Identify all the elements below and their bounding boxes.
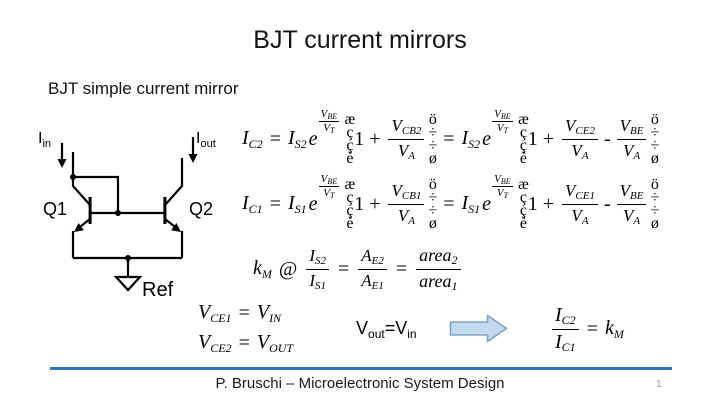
var-is2: IS2 xyxy=(461,126,481,151)
var-ic2: IC2 xyxy=(242,126,263,151)
block-arrow-shape xyxy=(449,314,508,343)
junction-dot xyxy=(70,174,76,180)
minus-sign: - xyxy=(603,127,611,150)
literal-one: 1 xyxy=(527,192,538,215)
iin-arrowhead xyxy=(57,159,67,168)
equals-sign: = xyxy=(586,317,598,340)
feedback-wire xyxy=(73,175,120,213)
q1-emitter-arrowhead xyxy=(74,223,84,232)
label-iout: Iout xyxy=(196,130,216,150)
minus-sign: - xyxy=(603,192,611,215)
plus-sign: + xyxy=(369,127,381,150)
var-vce1: VCE1 xyxy=(198,301,232,325)
equation-vce1-vin: VCE1 = VIN xyxy=(196,301,283,326)
label-q2: Q2 xyxy=(189,199,214,219)
var-vin: VIN xyxy=(256,301,282,325)
q1-collector-wire xyxy=(71,152,91,206)
equals-sign: = xyxy=(269,127,281,150)
label-q1: Q1 xyxy=(43,199,68,219)
subtitle: BJT simple current mirror xyxy=(48,79,239,98)
equation-vce2-vout: VCE2 = VOUT xyxy=(196,331,295,356)
var-ic1: IC1 xyxy=(242,191,263,216)
q2-base-bar xyxy=(163,197,167,224)
page-title: BJT current mirrors xyxy=(253,26,467,54)
junction-dot xyxy=(115,210,121,216)
circuit-diagram: Iin Iout Q1 Q2 Ref xyxy=(30,118,240,310)
equals-sign: = xyxy=(269,192,281,215)
equals-sign: = xyxy=(238,302,250,324)
equals-sign: = xyxy=(443,192,455,215)
circuit-svg xyxy=(57,137,198,292)
var-vce2: VCE2 xyxy=(198,331,232,355)
literal-one: 1 xyxy=(527,127,538,150)
circuit-wires xyxy=(60,137,195,292)
circuit-solids xyxy=(57,154,198,261)
equals-sign: = xyxy=(443,127,455,150)
footer-divider xyxy=(50,367,672,370)
var-km: kM xyxy=(604,316,624,341)
junction-dot xyxy=(125,255,131,261)
q1-base-bar xyxy=(88,197,92,224)
block-arrow xyxy=(449,314,508,343)
literal-one: 1 xyxy=(354,192,365,215)
plus-sign: + xyxy=(542,192,555,215)
label-iin: Iin xyxy=(38,130,52,150)
condition-vout-equals-vin: Vout=Vin xyxy=(356,318,417,341)
mangled-paren-right: ö÷÷ø xyxy=(428,176,438,232)
q2-collector-wire xyxy=(164,158,184,206)
mangled-paren-right: ö÷÷ø xyxy=(650,176,660,232)
plus-sign: + xyxy=(369,192,381,215)
var-km: kM xyxy=(253,256,272,281)
ground-symbol xyxy=(113,275,143,292)
var-is1: IS1 xyxy=(287,191,307,216)
mangled-paren-right: ö÷÷ø xyxy=(650,111,660,167)
footer-text: P. Bruschi – Microelectronic System Desi… xyxy=(215,375,505,392)
var-vout: VOUT xyxy=(256,331,294,355)
q2-emitter-arrowhead xyxy=(171,223,181,232)
equals-sign: = xyxy=(395,257,408,280)
equals-sign: = xyxy=(337,257,350,280)
mangled-defined-as: @ xyxy=(278,257,298,280)
var-is1: IS1 xyxy=(461,191,481,216)
equals-sign: = xyxy=(238,332,250,354)
label-ref: Ref xyxy=(142,279,174,301)
literal-one: 1 xyxy=(354,127,365,150)
page-number: 1 xyxy=(656,379,662,390)
mangled-paren-right: ö÷÷ø xyxy=(428,111,438,167)
iout-arrowhead xyxy=(188,154,198,163)
plus-sign: + xyxy=(542,127,555,150)
var-is2: IS2 xyxy=(287,126,307,151)
